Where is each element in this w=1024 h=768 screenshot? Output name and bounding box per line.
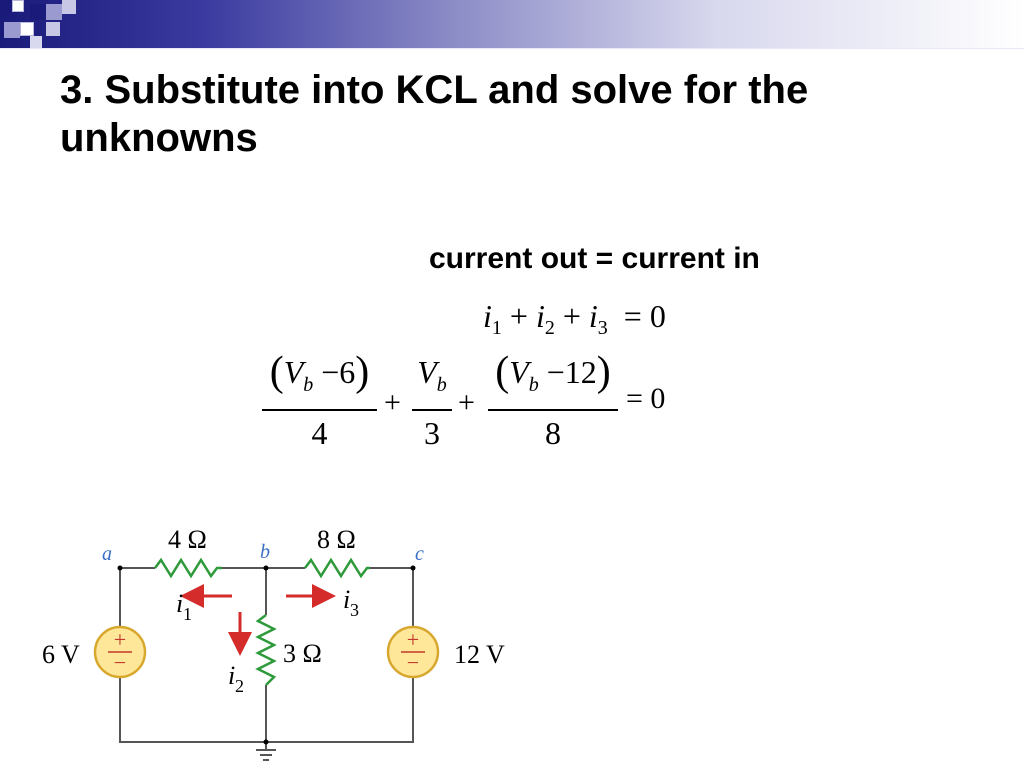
svg-text:2: 2 — [235, 676, 244, 696]
resistor-8ohm — [304, 557, 370, 579]
node-a-label: a — [102, 543, 112, 565]
node-a-dot — [117, 565, 123, 571]
equals-sign: = 0 — [626, 382, 666, 415]
current-label-i1: i 1 — [176, 589, 192, 624]
source-6v-label: 6 V — [42, 640, 80, 669]
current-label-i3: i 3 — [343, 585, 359, 620]
kcl-equation-currents: i1 + i2 + i3 = 0 — [483, 298, 666, 339]
current-label-i2: i 2 — [228, 661, 244, 696]
voltage-source-6v: + − — [93, 625, 147, 679]
svg-text:i: i — [176, 589, 183, 618]
resistor-3ohm — [255, 614, 277, 686]
slide-title: 3. Substitute into KCL and solve for the… — [60, 68, 809, 160]
header-bar — [0, 0, 1024, 49]
svg-text:i: i — [228, 661, 235, 690]
node-b-dot — [263, 565, 269, 571]
voltage-source-12v: + − — [386, 625, 440, 679]
ground-icon — [256, 749, 276, 761]
svg-text:1: 1 — [183, 604, 192, 624]
svg-text:3: 3 — [350, 600, 359, 620]
circuit-diagram: + − + − a b c 4 Ω 8 Ω 3 Ω 6 V 12 V i 1 i… — [42, 525, 505, 761]
svg-text:i: i — [343, 585, 350, 614]
svg-text:−: − — [407, 650, 419, 675]
node-c-label: c — [415, 543, 424, 565]
node-c-dot — [410, 565, 416, 571]
circuit-wires — [119, 567, 414, 750]
node-b-label: b — [260, 541, 270, 563]
fraction-term-3: (Vb −12) 8 — [488, 350, 618, 451]
plus-sign: + — [384, 386, 401, 419]
svg-text:+: + — [114, 627, 126, 652]
fraction-term-1: (Vb −6) 4 — [262, 350, 377, 451]
svg-text:−: − — [114, 650, 126, 675]
source-12v-label: 12 V — [454, 640, 505, 669]
kcl-equation-voltages: (Vb −6) 4 + Vb 3 + (Vb −12) 8 = 0 — [262, 350, 692, 451]
resistor-3ohm-label: 3 Ω — [283, 639, 322, 668]
fraction-term-2: Vb 3 — [412, 350, 452, 451]
plus-sign: + — [458, 386, 475, 419]
ground-node-dot — [263, 739, 269, 745]
resistor-4ohm — [154, 557, 222, 579]
svg-text:+: + — [407, 627, 419, 652]
resistor-4ohm-label: 4 Ω — [168, 525, 207, 554]
resistor-8ohm-label: 8 Ω — [317, 525, 356, 554]
kcl-statement: current out = current in — [429, 242, 760, 275]
